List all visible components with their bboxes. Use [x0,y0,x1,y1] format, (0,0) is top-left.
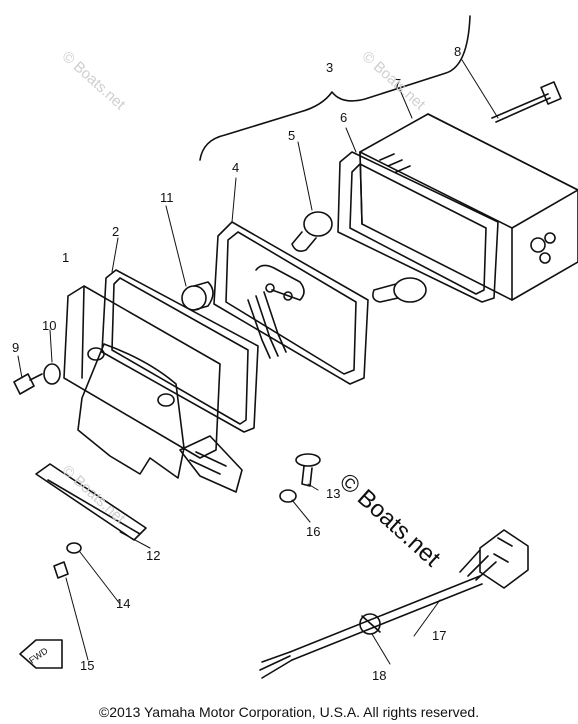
callout-4: 4 [232,160,239,175]
part-11-grommet [181,281,214,311]
callout-1: 1 [62,250,69,265]
callout-16: 16 [306,524,320,539]
part-8-bolt [491,81,562,123]
leader-lines [17,59,499,665]
part-14-nut [66,542,82,554]
copyright-notice: ©2013 Yamaha Motor Corporation, U.S.A. A… [98,704,480,720]
callout-12: 12 [146,548,160,563]
callout-7: 7 [394,76,401,91]
callout-2: 2 [112,224,119,239]
part-15-clip [53,561,69,579]
callout-15: 15 [80,658,94,673]
callout-14: 14 [116,596,130,611]
part-5-bulb-lower [372,277,427,303]
part-18-grommet [359,613,381,635]
callout-18: 18 [372,668,386,683]
part-6-gasket [337,151,499,303]
part-16-washer [279,489,297,503]
part-17-wire-harness [289,529,529,661]
assembly-bracket [199,15,471,161]
callout-9: 9 [12,340,19,355]
part-10-washer [43,363,61,385]
callout-17: 17 [432,628,446,643]
part-13-screw [295,453,321,487]
callout-8: 8 [454,44,461,59]
part-4-socket-plate [213,221,369,385]
part-2-lens-gasket [101,269,259,433]
callout-13: 13 [326,486,340,501]
callout-11: 11 [160,190,174,205]
part-9-screw [13,373,43,395]
part-7-housing [359,113,578,301]
part-12-license-light [35,343,243,541]
part-5-bulb-upper [291,211,333,252]
part-1-lens [63,285,221,459]
callout-5: 5 [288,128,295,143]
callout-3: 3 [326,60,333,75]
callout-10: 10 [42,318,56,333]
wire-ends [259,651,293,679]
callout-6: 6 [340,110,347,125]
fwd-label: FWD [27,645,50,665]
fwd-arrow-icon [19,639,63,669]
